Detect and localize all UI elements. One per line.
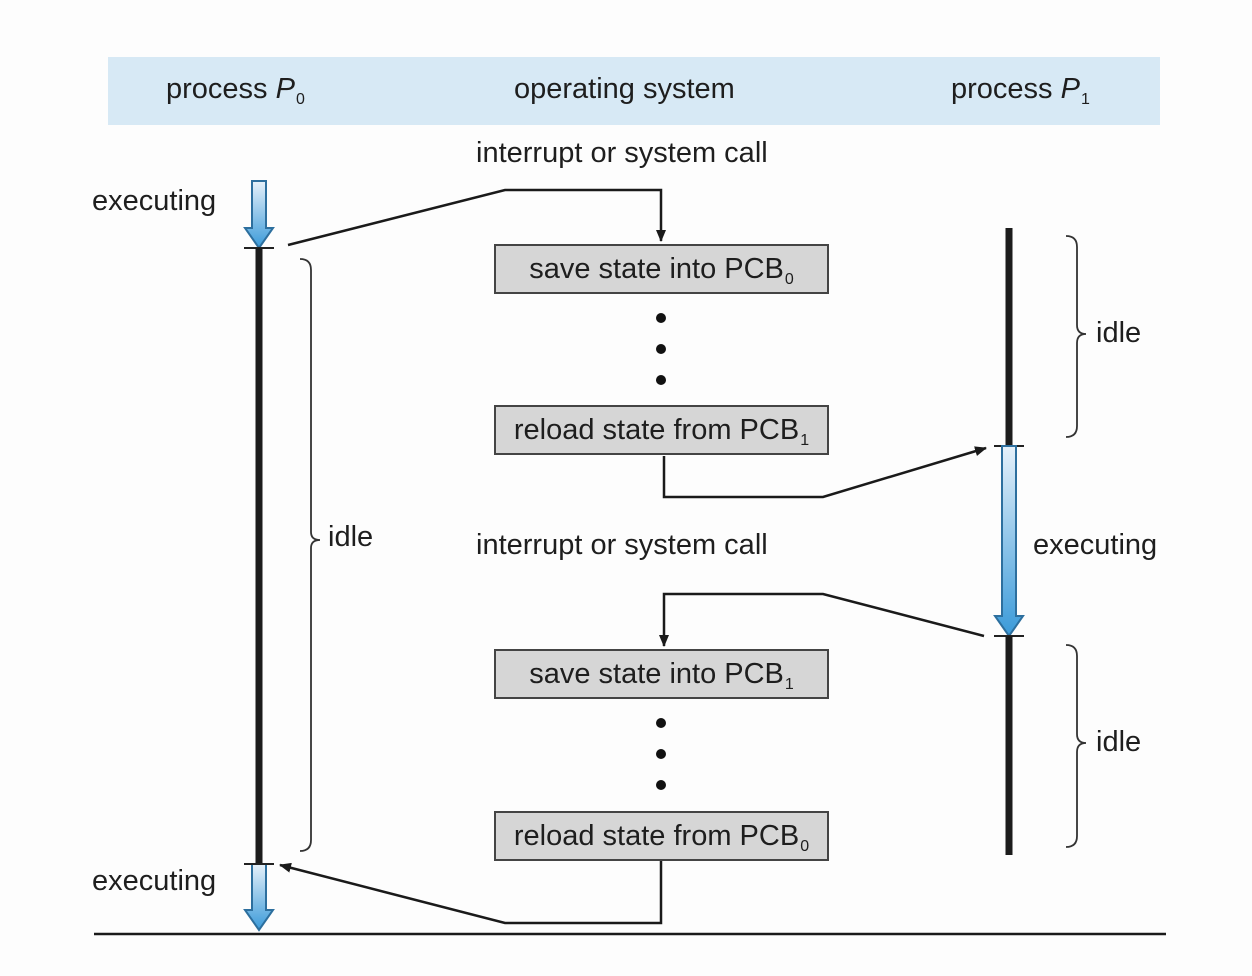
reload-state-pcb1-box: reload state from PCB1 (494, 405, 829, 455)
ellipsis-dot (656, 780, 666, 790)
p1-idle-label-bottom: idle (1096, 726, 1142, 758)
p0-executing-label-top: executing (92, 185, 217, 217)
p1-idle-brace-bottom (1065, 644, 1087, 848)
header-process-p0: process P0 (166, 73, 305, 108)
p0-idle-brace (299, 258, 321, 852)
interrupt-label-top: interrupt or system call (476, 137, 768, 169)
p1-idle-label-top: idle (1096, 317, 1142, 349)
header-band (108, 57, 1160, 125)
save-state-pcb0-box: save state into PCB0 (494, 244, 829, 294)
p0-executing-arrow-top (243, 180, 275, 250)
ellipsis-dot (656, 375, 666, 385)
p0-executing-label-bottom: executing (92, 865, 217, 897)
ellipsis-dot (656, 344, 666, 354)
header-process-p1: process P1 (951, 73, 1090, 108)
p1-executing-label: executing (1033, 529, 1158, 561)
reload-state-pcb0-box: reload state from PCB0 (494, 811, 829, 861)
header-operating-system: operating system (514, 73, 735, 105)
save-state-pcb1-box: save state into PCB1 (494, 649, 829, 699)
p0-executing-arrow-bottom (243, 863, 275, 932)
ellipsis-dot (656, 718, 666, 728)
interrupt-label-middle: interrupt or system call (476, 529, 768, 561)
ellipsis-dot (656, 749, 666, 759)
p1-executing-arrow (993, 445, 1025, 638)
ellipsis-dot (656, 313, 666, 323)
p1-idle-brace-top (1065, 235, 1087, 438)
p0-idle-label: idle (328, 521, 374, 553)
